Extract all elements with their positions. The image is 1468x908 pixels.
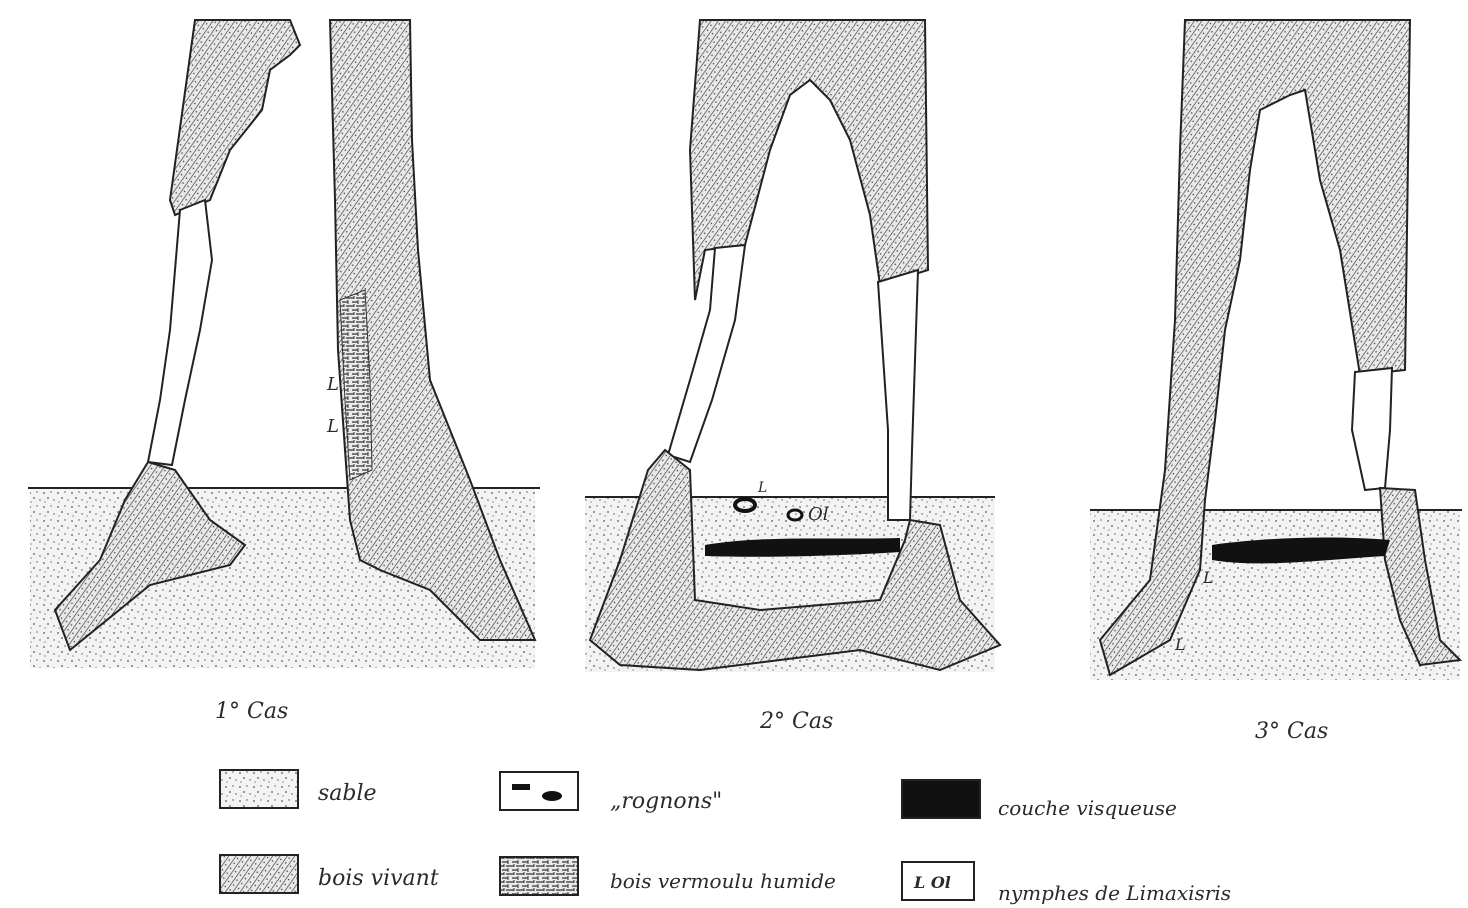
case-2-marker-ol: Ol bbox=[808, 504, 829, 525]
case-3-drawing: L L bbox=[1090, 20, 1462, 680]
legend-living-wood-label: bois vivant bbox=[318, 866, 439, 891]
legend-nodules-label: „rognons" bbox=[610, 789, 722, 814]
case-2-marker-l: L bbox=[757, 480, 767, 496]
case-3-marker-lower: L bbox=[1174, 635, 1186, 654]
legend-nymphs-label: nymphes de Limaxisris bbox=[998, 881, 1231, 905]
legend-viscous-layer-label: couche visqueuse bbox=[998, 796, 1177, 820]
case-1-marker-lower: L bbox=[326, 416, 339, 437]
legend-nymphs-swatch-text: L Ol bbox=[913, 873, 951, 892]
case-2-drawing: L Ol bbox=[585, 20, 1000, 672]
legend-nodules-swatch bbox=[500, 772, 578, 810]
legend-viscous-layer-swatch bbox=[902, 780, 980, 818]
case-3-caption: 3° Cas bbox=[1255, 719, 1328, 744]
legend-rotten-wood-label: bois vermoulu humide bbox=[610, 869, 836, 893]
legend-rotten-wood-swatch bbox=[500, 857, 578, 895]
case-3-marker-upper: L bbox=[1202, 568, 1214, 587]
legend-sand-swatch bbox=[220, 770, 298, 808]
legend-sand-label: sable bbox=[318, 781, 377, 806]
case-2-caption: 2° Cas bbox=[759, 709, 833, 734]
case-1-drawing: L L bbox=[28, 20, 540, 668]
legend: sable bois vivant „rognons" bois vermoul… bbox=[220, 770, 1231, 905]
case-1-marker-upper: L bbox=[326, 374, 339, 395]
case-1-caption: 1° Cas bbox=[215, 699, 288, 724]
legend-living-wood-swatch bbox=[220, 855, 298, 893]
